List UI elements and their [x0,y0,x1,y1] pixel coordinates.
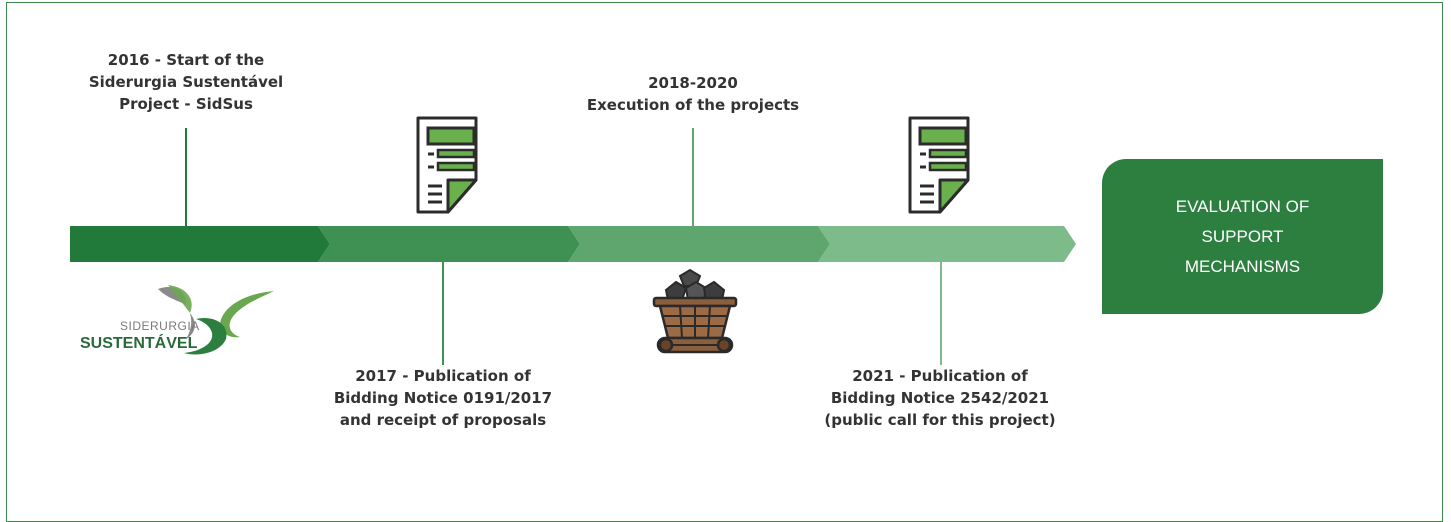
siderurgia-sustentavel-logo: SIDERURGIA SUSTENTÁVEL [80,283,290,363]
evaluation-box-label: EVALUATION OF SUPPORT MECHANISMS [1175,196,1310,276]
timeline-segment-2017 [318,226,580,262]
coal-cart-icon [652,268,738,354]
connector-2021 [940,262,942,365]
milestone-2021-label: 2021 - Publication of Bidding Notice 254… [824,367,1056,429]
document-icon [416,116,478,214]
milestone-2016-label: 2016 - Start of the Siderurgia Sustentáv… [88,51,284,113]
timeline-segment-2018 [568,226,830,262]
milestone-2017-label: 2017 - Publication of Bidding Notice 019… [333,367,553,429]
logo-text-sustentavel: SUSTENTÁVEL [80,335,198,352]
leaf-logo-icon [158,285,274,355]
milestone-2018-label: 2018-2020 Execution of the projects [586,74,800,114]
timeline-segment-2016 [70,226,330,262]
document-icon [908,116,970,214]
timeline-segment-2021 [818,226,1076,262]
logo-text-siderurgia: SIDERURGIA [120,319,200,333]
connector-2018 [692,128,694,228]
connector-2017 [442,262,444,365]
connector-2016 [185,128,187,228]
evaluation-box: EVALUATION OF SUPPORT MECHANISMS [1102,159,1383,314]
